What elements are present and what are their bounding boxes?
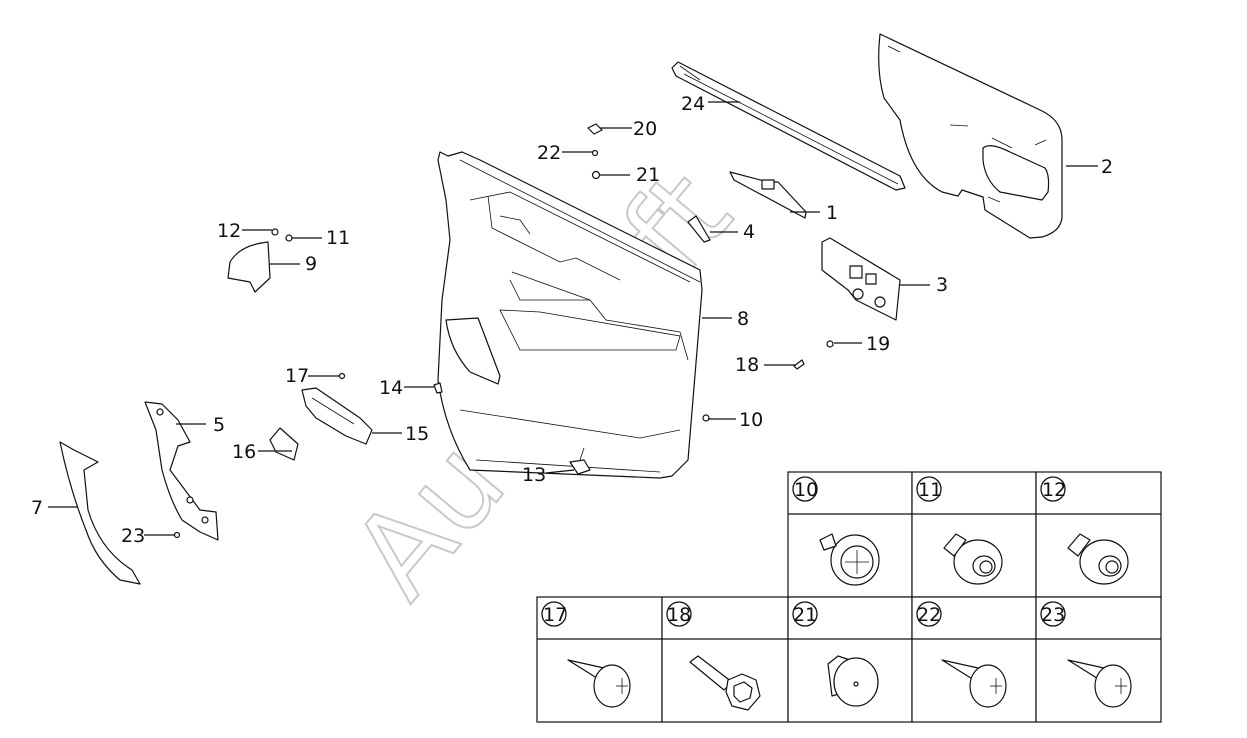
callout-2: 2 <box>1101 156 1113 178</box>
table-label-11: 11 <box>918 479 942 501</box>
callout-13: 13 <box>522 464 546 486</box>
part-13-bulb-socket <box>569 447 591 475</box>
part-7-pull-handle-cover <box>59 441 141 585</box>
leader-lines <box>48 101 1098 536</box>
table-cell-11: 11 <box>916 476 1003 585</box>
callout-10: 10 <box>739 409 763 431</box>
part-8-door-trim-panel <box>437 151 703 479</box>
fastener-21-small <box>591 170 601 180</box>
callout-8: 8 <box>737 308 749 330</box>
callout-4: 4 <box>743 221 755 243</box>
part-5-armrest-bracket <box>144 401 219 541</box>
callout-17: 17 <box>285 365 309 387</box>
fastener-10-small <box>702 414 710 422</box>
part-9-mirror-cover <box>227 241 271 293</box>
callout-12: 12 <box>217 220 241 242</box>
callout-16: 16 <box>232 441 256 463</box>
table-cell-17: 17 <box>541 601 631 708</box>
fastener-22-small <box>591 149 599 157</box>
table-label-12: 12 <box>1042 479 1066 501</box>
part-1-inner-garnish <box>729 171 807 219</box>
callout-3: 3 <box>936 274 948 296</box>
callout-labels: 20 22 21 24 2 1 4 3 8 19 18 10 12 11 9 1… <box>31 93 1113 547</box>
table-cell-12: 12 <box>1040 476 1129 585</box>
callout-18: 18 <box>735 354 759 376</box>
table-label-10: 10 <box>794 479 818 501</box>
fastener-14-small <box>433 382 443 394</box>
part-3-switch-bezel <box>821 237 901 321</box>
fastener-23-small <box>173 531 181 539</box>
table-cell-10: 10 <box>792 476 880 586</box>
callout-23: 23 <box>121 525 145 547</box>
callout-11: 11 <box>326 227 350 249</box>
table-cell-21: 21 <box>792 601 879 707</box>
callout-9: 9 <box>305 253 317 275</box>
table-cell-18: 18 <box>666 601 761 711</box>
callout-22: 22 <box>537 142 561 164</box>
callout-14: 14 <box>379 377 403 399</box>
table-cell-23: 23 <box>1040 601 1132 708</box>
fastener-19-small <box>826 340 834 348</box>
table-label-22: 22 <box>917 604 941 626</box>
fastener-17-small <box>338 372 346 380</box>
fastener-20-small <box>587 123 603 135</box>
table-label-18: 18 <box>667 604 691 626</box>
callout-15: 15 <box>405 423 429 445</box>
callout-7: 7 <box>31 497 43 519</box>
fastener-18-small <box>793 359 805 370</box>
callout-5: 5 <box>213 414 225 436</box>
callout-24: 24 <box>681 93 705 115</box>
table-label-21: 21 <box>793 604 817 626</box>
callout-1: 1 <box>826 202 838 224</box>
fastener-table: 10 11 12 17 <box>536 471 1162 723</box>
table-cell-22: 22 <box>916 601 1007 708</box>
table-label-17: 17 <box>543 604 567 626</box>
part-2-insulation-sheet <box>878 33 1063 239</box>
part-15-inner-handle <box>301 387 373 445</box>
fastener-11-small <box>285 234 293 242</box>
fastener-12-small <box>271 228 279 236</box>
callout-20: 20 <box>633 118 657 140</box>
part-24-belt-molding <box>671 61 906 191</box>
part-4-clip <box>687 215 711 243</box>
part-16-handle-cap <box>269 427 299 461</box>
callout-21: 21 <box>636 164 660 186</box>
callout-19: 19 <box>866 333 890 355</box>
table-label-23: 23 <box>1041 604 1065 626</box>
